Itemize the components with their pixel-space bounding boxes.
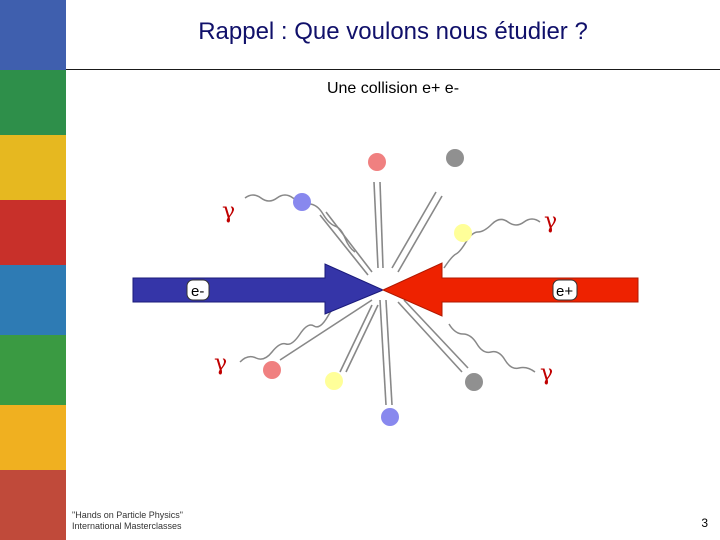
track <box>319 214 369 276</box>
photon-wave-lower-right <box>448 323 536 373</box>
sidebar-band-orange <box>0 405 66 470</box>
electron-label-box <box>186 279 210 301</box>
title-divider <box>66 69 720 70</box>
track <box>373 181 379 269</box>
track <box>403 299 469 369</box>
track <box>279 299 373 361</box>
track <box>397 195 443 273</box>
decorative-sidebar <box>0 0 66 540</box>
photon-lines <box>239 194 541 373</box>
footer-logo-text: "Hands on Particle Physics" Internationa… <box>72 510 183 532</box>
sidebar-band-green <box>0 70 66 135</box>
gamma-upper-left: γ <box>222 199 235 224</box>
particle-tracks <box>279 181 469 406</box>
particle-dot-pink <box>368 153 386 171</box>
photon-wave-lower-left <box>239 304 343 363</box>
particle-dot-gray <box>446 149 464 167</box>
track <box>379 181 384 269</box>
track <box>345 304 379 373</box>
particle-dot-yellow <box>454 224 472 242</box>
track <box>325 211 373 273</box>
gamma-lower-right: γ <box>540 361 553 386</box>
slide-subtitle: Une collision e+ e- <box>326 80 460 97</box>
footer-line-1: "Hands on Particle Physics" <box>72 510 183 520</box>
photon-wave-upper-right <box>443 218 541 269</box>
track <box>397 301 463 373</box>
particle-dot-pink <box>263 361 281 379</box>
slide-title: Rappel : Que voulons nous étudier ? <box>198 18 588 45</box>
particle-dot-blue <box>293 193 311 211</box>
sidebar-band-green2 <box>0 335 66 405</box>
positron-label-box <box>552 279 578 301</box>
particle-dot-blue <box>381 408 399 426</box>
positron-label: e+ <box>556 283 573 300</box>
particle-dot-yellow <box>325 372 343 390</box>
sidebar-band-blue <box>0 265 66 335</box>
electron-label: e- <box>191 283 204 300</box>
electron-arrow <box>132 263 385 315</box>
page-number: 3 <box>701 516 708 530</box>
gamma-upper-right: γ <box>544 209 557 234</box>
footer-line-2: International Masterclasses <box>72 521 182 531</box>
track <box>391 191 437 269</box>
track <box>339 304 373 373</box>
positron-arrow <box>381 262 639 317</box>
sidebar-band-red2 <box>0 470 66 540</box>
gamma-lower-left: γ <box>214 351 227 376</box>
sidebar-band-globe <box>0 0 66 70</box>
sidebar-band-red <box>0 200 66 265</box>
sidebar-band-yellow <box>0 135 66 200</box>
particle-dot-gray <box>465 373 483 391</box>
track <box>385 299 393 406</box>
track <box>379 299 387 406</box>
